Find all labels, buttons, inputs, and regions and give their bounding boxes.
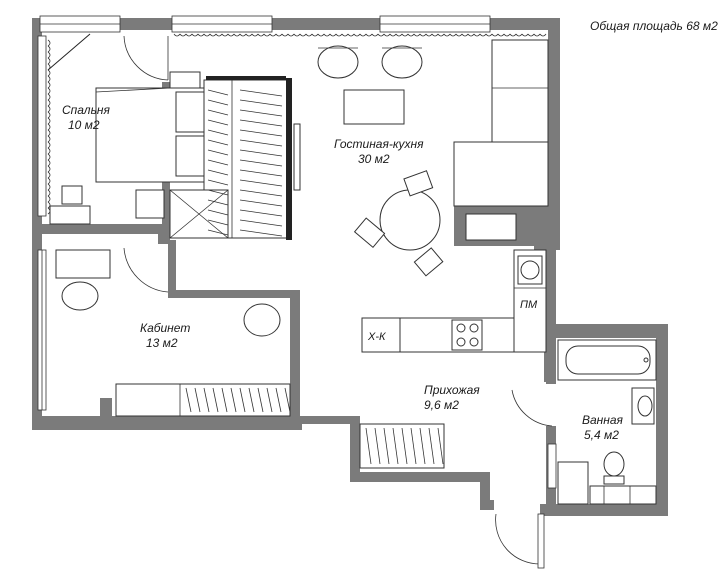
fridge-tag: Х-К xyxy=(367,331,386,343)
study-furniture xyxy=(37,247,291,417)
total-area-label: Общая площадь 68 м2 xyxy=(590,19,718,33)
hall-area: 9,6 м2 xyxy=(424,398,459,412)
living-furniture xyxy=(317,39,549,353)
bedroom-furniture xyxy=(37,33,205,225)
wardrobe xyxy=(169,76,301,240)
bedroom-area: 10 м2 xyxy=(68,118,100,132)
living-name: Гостиная-кухня xyxy=(334,137,424,151)
walls xyxy=(32,18,668,516)
bedroom-name: Спальня xyxy=(62,103,110,117)
study-name: Кабинет xyxy=(140,321,190,335)
hall-furniture xyxy=(359,389,553,569)
curtain-living xyxy=(173,33,547,37)
hall-name: Прихожая xyxy=(424,383,480,397)
bath-area: 5,4 м2 xyxy=(584,428,619,442)
windows-top xyxy=(39,15,491,33)
bath-name: Ванная xyxy=(582,413,624,427)
bath-furniture xyxy=(547,339,657,505)
living-area: 30 м2 xyxy=(358,152,390,166)
room-labels: Общая площадь 68 м2 Спальня 10 м2 Гостин… xyxy=(62,19,718,442)
curtain-bedroom xyxy=(47,39,51,215)
study-area: 13 м2 xyxy=(146,336,178,350)
dishwasher-tag: ПМ xyxy=(520,299,538,311)
